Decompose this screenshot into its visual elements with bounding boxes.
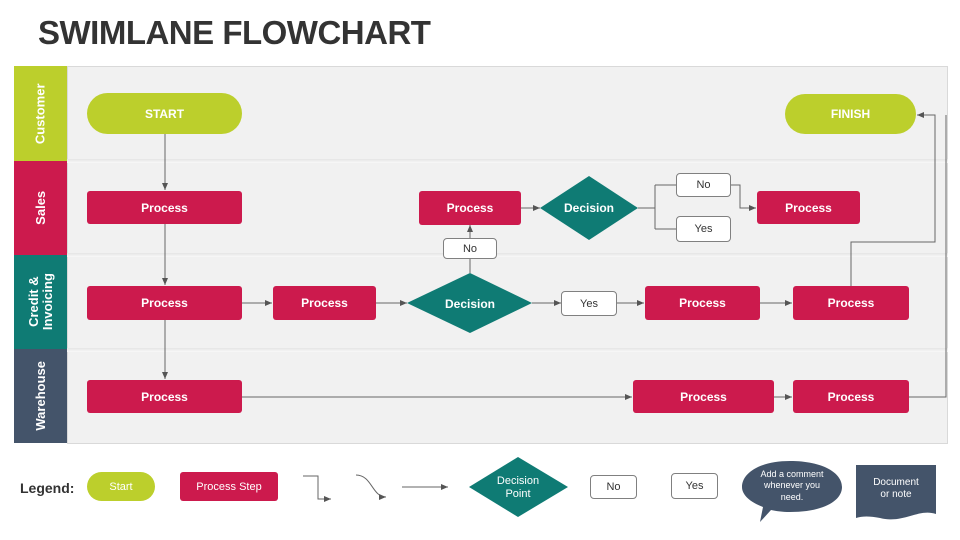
legend-comment-text: Add a comment whenever you need.: [760, 469, 824, 502]
lane-divider: [67, 348, 948, 352]
credit-process-node: Process: [793, 286, 909, 320]
legend-elbow-connector: [303, 475, 331, 502]
legend-process-step: Process Step: [180, 472, 278, 501]
warehouse-process-node: Process: [633, 380, 774, 413]
credit-no-tag: No: [443, 238, 497, 259]
legend-comment-bubble: [742, 461, 842, 522]
credit-process-node: Process: [87, 286, 242, 320]
credit-yes-tag: Yes: [561, 291, 617, 316]
legend-document-shape: [856, 465, 936, 520]
connector-wh-p3-to-finish: [908, 115, 947, 398]
credit-process-node: Process: [645, 286, 760, 320]
connector-sales-decision-branch: [638, 184, 676, 230]
legend-label: Legend:: [20, 480, 75, 496]
connector-credit-p4-to-finish: [850, 112, 936, 286]
sales-process-node: Process: [419, 191, 521, 225]
sales-decision-diamond: [540, 176, 638, 240]
credit-process-node: Process: [273, 286, 376, 320]
connector-sales-no-to-process: [731, 184, 756, 211]
lane-warehouse: Warehouse: [14, 349, 67, 443]
credit-decision-label: Decision: [444, 297, 495, 311]
sales-yes-tag: Yes: [676, 216, 731, 242]
sales-process-node: Process: [87, 191, 242, 224]
legend-start: Start: [87, 472, 155, 501]
sales-no-tag: No: [676, 173, 731, 197]
lane-sales: Sales: [14, 161, 67, 255]
credit-decision-diamond: [407, 273, 532, 333]
start-node: START: [87, 93, 242, 134]
lane-credit-invoicing: Credit & Invoicing: [14, 255, 67, 349]
legend-decision-label: Decision Point: [496, 474, 540, 500]
lane-divider: [67, 159, 948, 163]
sales-decision-label: Decision: [563, 201, 614, 215]
lane-customer: Customer: [14, 66, 67, 161]
legend-no-tag: No: [590, 475, 637, 499]
finish-node: FINISH: [785, 94, 916, 134]
warehouse-process-node: Process: [87, 380, 242, 413]
warehouse-process-node: Process: [793, 380, 909, 413]
legend-yes-tag: Yes: [671, 473, 718, 499]
legend-curved-connector: [355, 474, 387, 500]
sales-process-node: Process: [757, 191, 860, 224]
page-title: SWIMLANE FLOWCHART: [38, 14, 431, 51]
legend-document-text: Document or note: [873, 476, 919, 501]
legend-decision-diamond: [469, 457, 568, 517]
lane-divider: [67, 253, 948, 257]
